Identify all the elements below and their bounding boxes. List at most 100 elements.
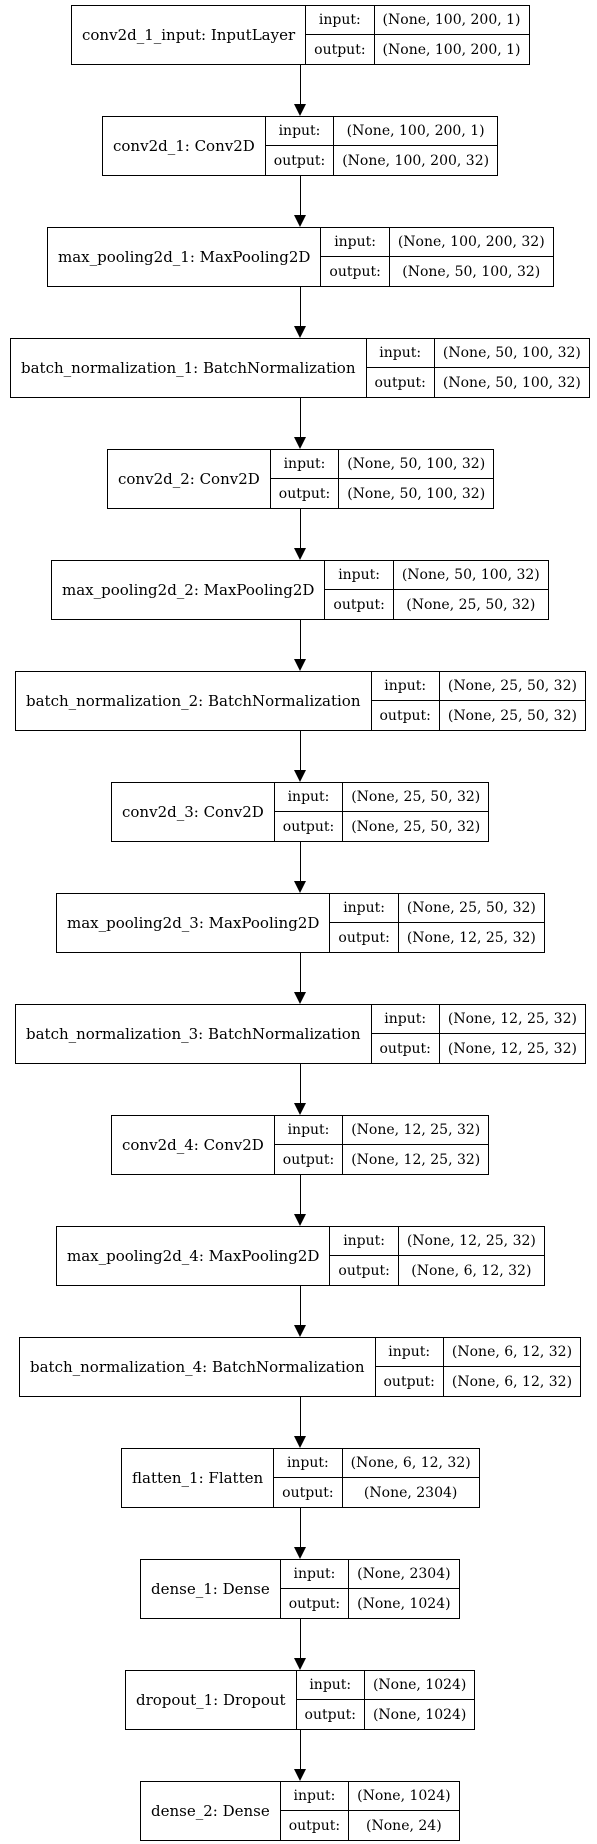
layer-name: max_pooling2d_4: MaxPooling2D	[57, 1227, 331, 1285]
input-shape: (None, 25, 50, 32)	[439, 672, 585, 701]
input-shape: (None, 12, 25, 32)	[343, 1116, 489, 1145]
arrow-icon	[294, 1214, 306, 1226]
connector-line	[300, 1730, 301, 1770]
arrow-icon	[294, 437, 306, 449]
layer-io-table: input:(None, 6, 12, 32)output:(None, 6, …	[375, 1338, 581, 1396]
layer-io-table: input:(None, 12, 25, 32)output:(None, 12…	[274, 1116, 489, 1174]
output-label: output:	[271, 479, 340, 508]
output-shape: (None, 1024)	[357, 1595, 451, 1612]
layer-node: batch_normalization_3: BatchNormalizatio…	[15, 1004, 586, 1064]
output-shape: (None, 50, 100, 32)	[347, 485, 486, 502]
output-shape: (None, 50, 100, 32)	[442, 374, 581, 391]
input-shape: (None, 100, 200, 32)	[389, 228, 553, 257]
arrow-icon	[294, 548, 306, 560]
output-label: output:	[367, 368, 435, 397]
output-label: output:	[275, 1145, 344, 1174]
output-shape: (None, 6, 12, 32)	[411, 1262, 532, 1279]
input-shape: (None, 50, 100, 32)	[339, 450, 494, 479]
output-shape: (None, 2304)	[363, 1484, 458, 1501]
input-label: input:	[330, 1227, 399, 1256]
input-shape: (None, 6, 12, 32)	[443, 1338, 581, 1367]
input-label: input:	[274, 1449, 343, 1478]
arrow-icon	[294, 1547, 306, 1559]
connector-line	[300, 287, 301, 327]
output-label: output:	[372, 1034, 440, 1063]
layer-io-table: input:(None, 50, 100, 32)output:(None, 5…	[270, 450, 494, 508]
arrow-icon	[294, 1325, 306, 1337]
connector-line	[300, 731, 301, 771]
input-shape: (None, 25, 50, 32)	[398, 894, 544, 923]
layer-node: batch_normalization_4: BatchNormalizatio…	[19, 1337, 582, 1397]
layer-io-table: input:(None, 100, 200, 1)output:(None, 1…	[306, 6, 529, 64]
arrow-icon	[294, 659, 306, 671]
layer-node: batch_normalization_2: BatchNormalizatio…	[15, 671, 586, 731]
input-label: input:	[325, 561, 394, 590]
input-shape: (None, 12, 25, 32)	[439, 1005, 585, 1034]
input-label: input:	[270, 450, 340, 479]
layer-name: conv2d_4: Conv2D	[112, 1116, 275, 1174]
connector-line	[300, 509, 301, 549]
output-label: output:	[266, 146, 335, 175]
output-shape: (None, 25, 50, 32)	[447, 707, 577, 724]
layer-name: max_pooling2d_3: MaxPooling2D	[57, 894, 331, 952]
layer-name: conv2d_3: Conv2D	[112, 783, 275, 841]
layer-io-table: input:(None, 1024)output:(None, 1024)	[296, 1671, 475, 1729]
input-label: input:	[371, 1005, 440, 1034]
connector-line	[300, 1397, 301, 1437]
layer-name: max_pooling2d_1: MaxPooling2D	[48, 228, 322, 286]
connector-line	[300, 620, 301, 660]
output-label: output:	[275, 812, 344, 841]
output-shape: (None, 25, 50, 32)	[351, 818, 481, 835]
connector-line	[300, 953, 301, 993]
connector-line	[300, 176, 301, 216]
layer-name: max_pooling2d_2: MaxPooling2D	[52, 561, 326, 619]
layer-io-table: input:(None, 25, 50, 32)output:(None, 25…	[371, 672, 585, 730]
arrow-icon	[294, 1103, 306, 1115]
output-label: output:	[306, 35, 375, 64]
layer-io-table: input:(None, 12, 25, 32)output:(None, 12…	[371, 1005, 585, 1063]
output-label: output:	[281, 1811, 350, 1840]
input-label: input:	[280, 1560, 350, 1589]
input-label: input:	[375, 1338, 444, 1367]
layer-name: batch_normalization_2: BatchNormalizatio…	[16, 672, 372, 730]
output-label: output:	[325, 590, 394, 619]
output-shape: (None, 12, 25, 32)	[406, 929, 536, 946]
arrow-icon	[294, 1658, 306, 1670]
layer-name: batch_normalization_1: BatchNormalizatio…	[11, 339, 367, 397]
layer-name: conv2d_1_input: InputLayer	[72, 6, 307, 64]
output-shape: (None, 12, 25, 32)	[351, 1151, 481, 1168]
output-label: output:	[281, 1589, 350, 1618]
layer-io-table: input:(None, 50, 100, 32)output:(None, 2…	[325, 561, 548, 619]
output-label: output:	[372, 701, 440, 730]
output-label: output:	[321, 257, 390, 286]
input-shape: (None, 6, 12, 32)	[342, 1449, 479, 1478]
input-shape: (None, 50, 100, 32)	[434, 339, 589, 368]
input-label: input:	[274, 783, 344, 812]
connector-line	[300, 1064, 301, 1104]
layer-io-table: input:(None, 100, 200, 32)output:(None, …	[321, 228, 553, 286]
connector-line	[300, 1175, 301, 1215]
layer-name: dropout_1: Dropout	[126, 1671, 297, 1729]
arrow-icon	[294, 1769, 306, 1781]
input-shape: (None, 12, 25, 32)	[398, 1227, 544, 1256]
arrow-icon	[294, 1436, 306, 1448]
connector-line	[300, 398, 301, 438]
input-label: input:	[274, 1116, 344, 1145]
input-shape: (None, 1024)	[349, 1782, 459, 1811]
arrow-icon	[294, 215, 306, 227]
layer-io-table: input:(None, 12, 25, 32)output:(None, 6,…	[330, 1227, 544, 1285]
layer-name: conv2d_1: Conv2D	[103, 117, 266, 175]
input-shape: (None, 2304)	[349, 1560, 459, 1589]
layer-io-table: input:(None, 100, 200, 1)output:(None, 1…	[265, 117, 498, 175]
input-shape: (None, 100, 200, 1)	[374, 6, 529, 35]
arrow-icon	[294, 770, 306, 782]
output-label: output:	[297, 1700, 365, 1729]
